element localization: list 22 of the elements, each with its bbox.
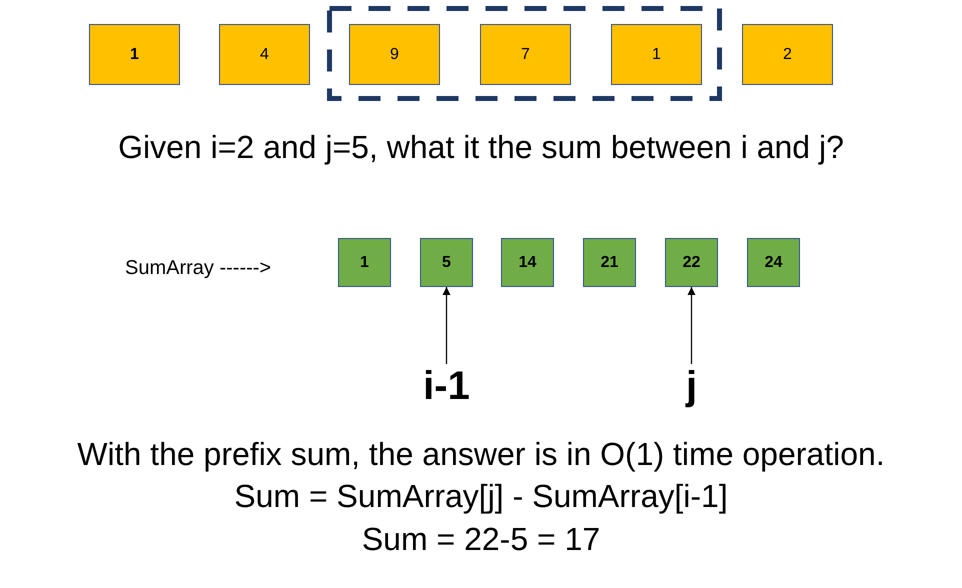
formula-text: Sum = SumArray[j] - SumArray[i-1]	[234, 477, 728, 516]
prefix-sum-box: 24	[747, 238, 800, 287]
index-pointer-label: j	[686, 364, 698, 408]
array-value-box: 1	[611, 24, 702, 85]
arrow	[688, 287, 696, 364]
prefix-sum-box: 1	[338, 238, 391, 287]
array-value-box: 1	[89, 24, 180, 85]
prefix-sum-box: 14	[501, 238, 554, 287]
array-caption: SumArray ------>	[125, 256, 272, 280]
array-value-box: 2	[742, 24, 833, 85]
array-value-box: 7	[480, 24, 571, 85]
prefix-sum-box: 5	[420, 238, 473, 287]
prefix-sum-box: 22	[665, 238, 718, 287]
array-value-box: 4	[219, 24, 310, 85]
index-pointer-label: i-1	[423, 364, 470, 408]
arrow	[442, 287, 450, 364]
question-text: Given i=2 and j=5, what it the sum between i and j?	[118, 128, 844, 166]
explanation-text: With the prefix sum, the answer is in O(1) time operation.	[77, 435, 885, 474]
prefix-sum-box: 21	[583, 238, 636, 287]
result-text: Sum = 22-5 = 17	[362, 520, 600, 558]
array-value-box: 9	[349, 24, 440, 85]
dashed-frame	[327, 6, 722, 101]
